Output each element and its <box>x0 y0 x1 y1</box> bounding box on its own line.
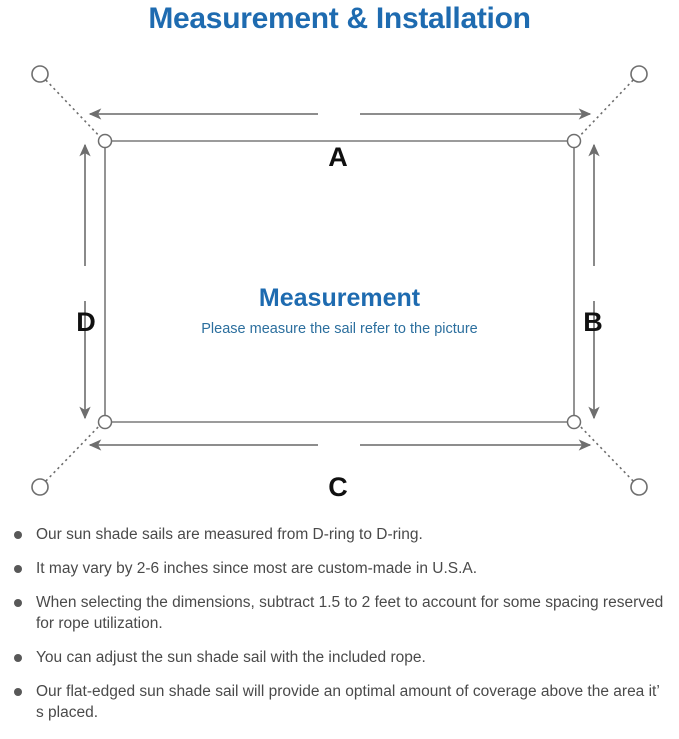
note-text: When selecting the dimensions, subtract … <box>36 594 664 632</box>
d-ring-bottom-left <box>97 414 113 430</box>
list-item: Our sun shade sails are measured from D-… <box>10 524 670 545</box>
anchor-points <box>31 65 648 496</box>
bullet-icon <box>14 599 22 607</box>
list-item: You can adjust the sun shade sail with t… <box>10 647 670 668</box>
d-rings <box>97 133 582 430</box>
page-title: Measurement & Installation <box>148 2 531 35</box>
rope-line-bottom-left <box>41 420 105 486</box>
anchor-point-top-left <box>31 65 49 83</box>
dimension-label-c: C <box>328 472 348 502</box>
d-ring-bottom-right <box>566 414 582 430</box>
bullet-icon <box>14 654 22 662</box>
bullet-icon <box>14 531 22 539</box>
note-text: It may vary by 2-6 inches since most are… <box>36 560 478 577</box>
rope-line-bottom-right <box>574 420 638 486</box>
notes-list: Our sun shade sails are measured from D-… <box>10 524 670 736</box>
list-item: Our flat-edged sun shade sail will provi… <box>10 681 670 723</box>
anchor-point-bottom-left <box>31 478 49 496</box>
rope-lines <box>41 75 638 486</box>
diagram-svg <box>31 65 648 496</box>
note-text: Our flat-edged sun shade sail will provi… <box>36 683 660 721</box>
note-text: Our sun shade sails are measured from D-… <box>36 526 423 543</box>
anchor-point-top-right <box>630 65 648 83</box>
rope-line-top-left <box>41 75 105 142</box>
bullet-icon <box>14 688 22 696</box>
dimension-label-d: D <box>76 307 96 337</box>
list-item: When selecting the dimensions, subtract … <box>10 592 670 634</box>
note-text: You can adjust the sun shade sail with t… <box>36 649 426 666</box>
rope-line-top-right <box>574 75 638 142</box>
dimension-label-a: A <box>328 142 348 172</box>
d-ring-top-left <box>97 133 113 149</box>
dimension-label-b: B <box>583 307 603 337</box>
list-item: It may vary by 2-6 inches since most are… <box>10 558 670 579</box>
anchor-point-bottom-right <box>630 478 648 496</box>
measurement-diagram: Measurement Please measure the sail refe… <box>0 44 679 514</box>
sail-rectangle <box>104 140 575 423</box>
d-ring-top-right <box>566 133 582 149</box>
bullet-icon <box>14 565 22 573</box>
